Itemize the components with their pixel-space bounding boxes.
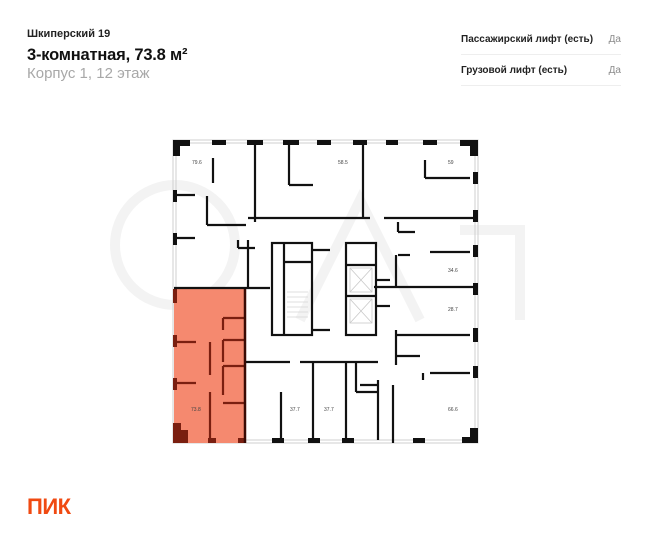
project-name: Шкиперский 19 [27, 28, 111, 40]
spec-label: Грузовой лифт (есть) [461, 64, 568, 76]
spec-row-passenger-lift: Пассажирский лифт (есть) Да [461, 24, 621, 55]
unit-area-label: 73.8 [191, 407, 201, 413]
elevator-icons [349, 267, 373, 324]
unit-area-label: 28.7 [448, 307, 458, 313]
pik-logo: ПИК [27, 494, 71, 519]
stairs [287, 291, 308, 318]
spec-value: Да [608, 33, 621, 45]
unit-area-label: 66.6 [448, 407, 458, 413]
spec-value: Да [608, 64, 621, 76]
specs-list: Пассажирский лифт (есть) Да Грузовой лиф… [461, 24, 621, 86]
unit-area-label: 37.7 [324, 407, 334, 413]
spec-row-freight-lift: Грузовой лифт (есть) Да [461, 55, 621, 86]
spec-label: Пассажирский лифт (есть) [461, 33, 594, 45]
unit-area-label: 34.6 [448, 268, 458, 274]
walls [174, 140, 478, 443]
building-floor: Корпус 1, 12 этаж [27, 65, 150, 82]
unit-area-label: 79.6 [192, 160, 202, 166]
columns [173, 140, 478, 443]
unit-area-label: 37.7 [290, 407, 300, 413]
unit-area-label: 58.5 [338, 160, 348, 166]
apartment-highlight[interactable] [173, 288, 247, 443]
unit-area-label: 59 [448, 160, 454, 166]
apartment-title: 3-комнатная, 73.8 м² [27, 46, 188, 64]
